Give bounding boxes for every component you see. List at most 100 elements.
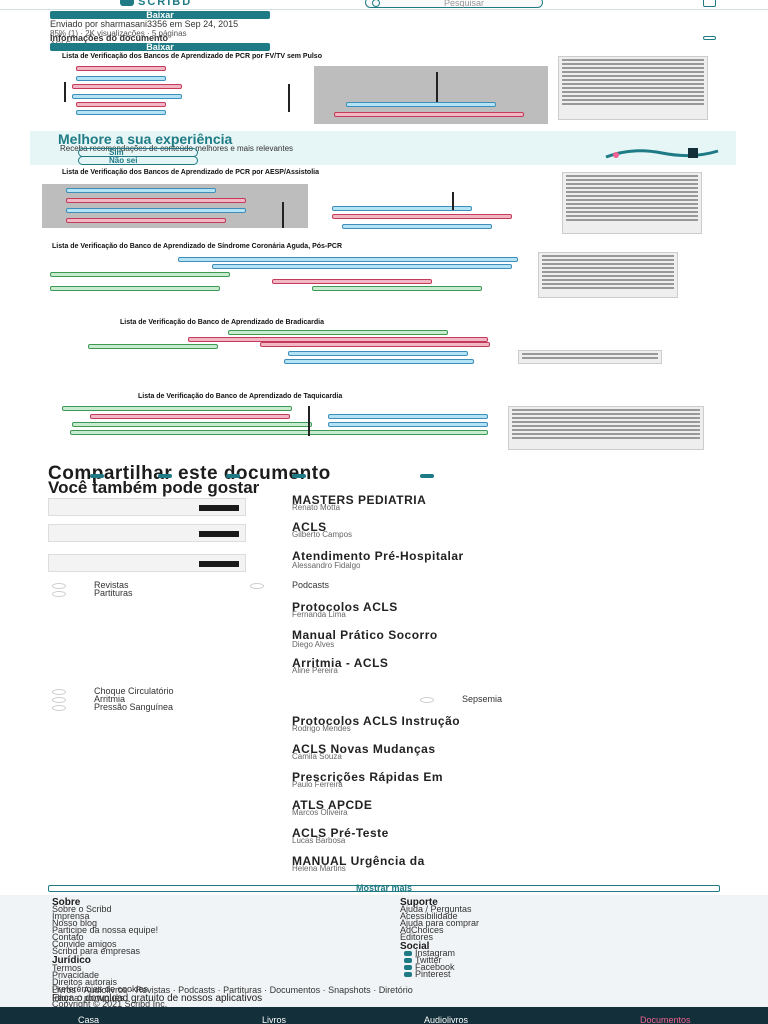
footer-link[interactable]: Contato <box>52 932 84 942</box>
related-title[interactable]: MANUAL Urgência da <box>292 854 425 868</box>
footer-link[interactable]: Revistas <box>135 985 171 995</box>
promo-no-button[interactable]: Não sei <box>78 156 198 165</box>
flow-line <box>308 406 310 436</box>
related-title[interactable]: Prescrições Rápidas Em <box>292 770 444 784</box>
related-title[interactable]: Atendimento Pré-Hospitalar <box>292 549 464 563</box>
related-author: Renato Motta <box>292 503 341 512</box>
footer-support-title: Suporte <box>400 897 438 908</box>
scribd-logo-icon <box>120 0 134 7</box>
share-link-icon[interactable] <box>420 474 434 478</box>
scribd-logo[interactable]: SCRIBD <box>120 0 192 8</box>
flow-box <box>88 344 218 349</box>
flow-box <box>334 112 524 117</box>
instagram-link[interactable]: Instagram <box>404 949 455 958</box>
email-icon[interactable] <box>292 474 306 478</box>
related-title[interactable]: ACLS Novas Mudanças <box>292 742 436 756</box>
related-title[interactable]: Protocolos ACLS Instrução <box>292 714 461 728</box>
language-select[interactable]: Idioma: português <box>52 993 125 1003</box>
footer-link[interactable]: Ajuda / Perguntas <box>400 904 472 914</box>
flow-box <box>66 218 226 223</box>
category-chip[interactable]: Podcasts <box>250 580 329 590</box>
show-more-button[interactable]: Mostrar mais <box>48 884 720 893</box>
nav-books[interactable]: Livros <box>262 1015 287 1024</box>
topic-chip[interactable]: Sepsemia <box>420 694 502 704</box>
notes-column <box>562 172 702 234</box>
nav-documents[interactable]: Documentos <box>640 1015 691 1024</box>
footer-link[interactable]: AdChoices <box>400 925 444 935</box>
related-thumbnail[interactable] <box>48 524 246 542</box>
flow-box <box>72 422 312 427</box>
category-chip[interactable]: Revistas <box>52 580 129 590</box>
footer-link[interactable]: Diretório <box>378 985 413 995</box>
menu-icon[interactable] <box>703 0 716 7</box>
footer-link[interactable]: Sobre o Scribd <box>52 904 112 914</box>
footer-link[interactable]: Scribd para empresas <box>52 946 141 956</box>
footer-link[interactable]: Participe da nossa equipe! <box>52 925 159 935</box>
flow-line <box>64 82 66 102</box>
category-chip[interactable]: Partituras <box>52 588 133 598</box>
footer-link[interactable]: Privacidade <box>52 970 100 980</box>
footer-link[interactable]: Snapshots <box>328 985 371 995</box>
instagram-icon <box>404 951 412 956</box>
footer-link[interactable]: Audiolivros <box>83 985 128 995</box>
related-author: Helena Martins <box>292 864 346 873</box>
doc-page-1: Lista de Verificação dos Bancos de Apren… <box>56 52 712 124</box>
topic-chip[interactable]: Pressão Sanguínea <box>52 702 173 712</box>
related-title[interactable]: MASTERS PEDIATRIA <box>292 493 427 507</box>
footer-link[interactable]: Termos <box>52 963 82 973</box>
twitter-link[interactable]: Twitter <box>404 956 442 965</box>
footer-link[interactable]: Convide amigos <box>52 939 117 949</box>
topic-chip[interactable]: Arritmia <box>52 694 125 704</box>
expand-icon[interactable] <box>703 36 716 40</box>
page-title: Lista de Verificação do Banco de Aprendi… <box>120 319 324 326</box>
facebook-link[interactable]: Facebook <box>404 963 455 972</box>
footer-link[interactable]: Documentos <box>269 985 321 995</box>
flow-box <box>76 102 166 107</box>
promo-title: Melhore a sua experiência <box>58 131 233 147</box>
footer-link[interactable]: Partituras <box>223 985 262 995</box>
flow-box <box>308 430 488 435</box>
download-button-2[interactable]: Baixar <box>50 43 270 52</box>
nav-home[interactable]: Casa <box>78 1015 100 1024</box>
related-title[interactable]: ACLS Pré-Teste <box>292 826 389 840</box>
pinterest-link[interactable]: Pinterest <box>404 970 451 979</box>
facebook-icon <box>404 965 412 970</box>
footer-legal-title: Jurídico <box>52 955 91 966</box>
related-title[interactable]: Protocolos ACLS <box>292 600 398 614</box>
footer-link[interactable]: Preferências de cookies <box>52 984 149 994</box>
related-author: Paulo Ferreira <box>292 780 343 789</box>
footer-social-title: Social <box>400 941 430 952</box>
doc-page-3: Lista de Verificação do Banco de Aprendi… <box>50 242 692 302</box>
topic-chip[interactable]: Choque Circulatório <box>52 686 174 696</box>
nav-audiobooks[interactable]: Audiolivros <box>424 1015 469 1024</box>
related-thumbnail[interactable] <box>48 498 246 516</box>
related-title[interactable]: ACLS <box>292 520 327 534</box>
download-button[interactable]: Baixar <box>50 11 270 20</box>
flow-box <box>228 330 448 335</box>
footer-link[interactable]: Acessibilidade <box>400 911 458 921</box>
facebook-icon[interactable] <box>90 474 104 478</box>
related-title[interactable]: Arritmia - ACLS <box>292 656 389 670</box>
related-thumbnail[interactable] <box>48 554 246 572</box>
footer-link[interactable]: Direitos autorais <box>52 977 118 987</box>
linkedin-icon[interactable] <box>226 474 240 478</box>
apps-text: Faça o download gratuito de nossos aplic… <box>52 993 263 1004</box>
may-like-title: Você também pode gostar <box>48 478 260 497</box>
search-input[interactable]: Pesquisar <box>365 0 543 8</box>
footer-link[interactable]: Nosso blog <box>52 918 98 928</box>
doc-stats: 85% (1) · 2K visualizações · 5 páginas <box>50 29 187 38</box>
footer-link[interactable]: Podcasts <box>178 985 216 995</box>
notes-column <box>518 350 662 364</box>
footer-link[interactable]: Livros <box>52 985 77 995</box>
flow-box <box>328 422 488 427</box>
flow-box <box>188 337 488 342</box>
footer-nav-row: Livros · Audiolivros · Revistas · Podcas… <box>52 985 413 995</box>
footer-link[interactable]: Editores <box>400 932 434 942</box>
footer-link[interactable]: Ajuda para comprar <box>400 918 480 928</box>
twitter-icon[interactable] <box>158 474 172 478</box>
related-title[interactable]: Manual Prático Socorro <box>292 628 438 642</box>
related-title[interactable]: ATLS APCDE <box>292 798 373 812</box>
footer-link[interactable]: Imprensa <box>52 911 90 921</box>
flow-box <box>328 414 488 419</box>
flow-box <box>284 359 474 364</box>
